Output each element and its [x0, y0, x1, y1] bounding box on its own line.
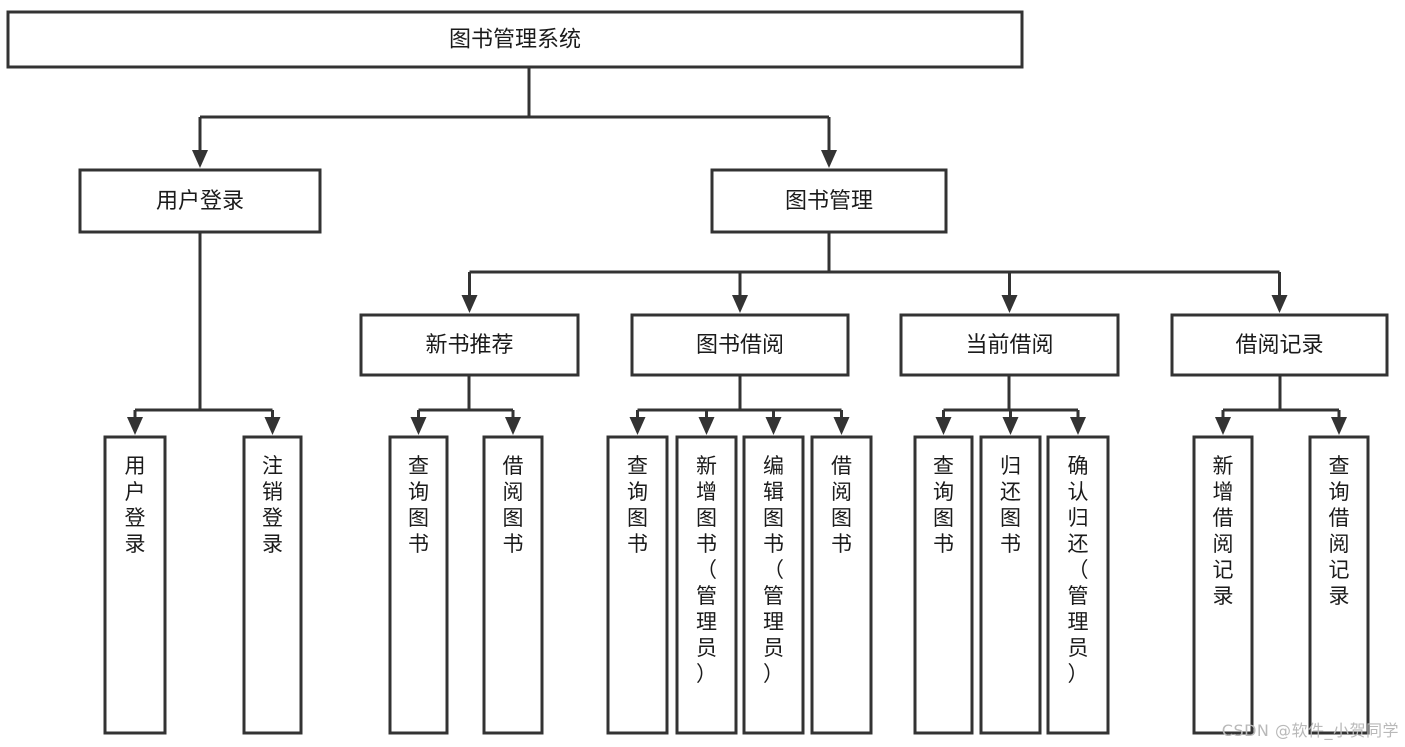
node-box[interactable] [388, 435, 449, 735]
node-box[interactable] [482, 435, 544, 735]
node-l10[interactable]: 归还图书 [979, 435, 1042, 735]
arrow-head-icon [410, 417, 427, 435]
node-records[interactable]: 借阅记录 [1170, 313, 1389, 377]
node-label: 确认归还（管理员） [1068, 454, 1089, 686]
node-box[interactable] [899, 313, 1120, 377]
node-login[interactable]: 用户登录 [78, 168, 322, 234]
arrow-head-icon [1331, 417, 1347, 435]
node-l9[interactable]: 查询图书 [913, 435, 974, 735]
node-bookmgmt[interactable]: 图书管理 [710, 168, 948, 234]
connector-group-borrow [629, 375, 850, 435]
arrow-head-icon [732, 295, 748, 313]
node-label: 编辑图书（管理员） [763, 454, 784, 686]
arrow-head-icon [1271, 295, 1288, 313]
node-label: 查询借阅记录 [1329, 454, 1350, 608]
connector-group-records [1215, 375, 1347, 435]
node-box[interactable] [979, 435, 1042, 735]
node-current[interactable]: 当前借阅 [899, 313, 1120, 377]
node-l4[interactable]: 借阅图书 [482, 435, 544, 735]
node-label: 图书借阅 [696, 333, 784, 358]
node-l8[interactable]: 借阅图书 [810, 435, 873, 735]
node-box[interactable] [103, 435, 167, 735]
arrow-head-icon [765, 417, 782, 435]
node-box[interactable] [810, 435, 873, 735]
node-box[interactable] [1170, 313, 1389, 377]
arrow-head-icon [629, 417, 646, 435]
node-layer: 图书管理系统用户登录图书管理新书推荐图书借阅当前借阅借阅记录用户登录注销登录查询… [6, 10, 1389, 735]
node-l2[interactable]: 注销登录 [242, 435, 303, 735]
node-label: 注销登录 [262, 454, 283, 556]
node-label: 用户登录 [125, 454, 146, 556]
node-box[interactable] [359, 313, 580, 377]
node-box[interactable] [710, 168, 948, 234]
node-l6[interactable]: 新增图书（管理员） [675, 435, 738, 735]
node-label: 查询图书 [933, 454, 954, 556]
node-box[interactable] [606, 435, 669, 735]
node-l13[interactable]: 查询借阅记录 [1308, 435, 1370, 735]
node-box[interactable] [913, 435, 974, 735]
connector-group-login [127, 232, 281, 435]
node-label: 借阅记录 [1235, 333, 1323, 358]
arrow-head-icon [1070, 417, 1086, 435]
node-l3[interactable]: 查询图书 [388, 435, 449, 735]
node-label: 图书管理系统 [449, 28, 581, 53]
node-l11[interactable]: 确认归还（管理员） [1046, 435, 1110, 735]
node-box[interactable] [1046, 435, 1110, 735]
node-label: 当前借阅 [965, 333, 1053, 358]
node-l1[interactable]: 用户登录 [103, 435, 167, 735]
node-box[interactable] [675, 435, 738, 735]
node-l12[interactable]: 新增借阅记录 [1192, 435, 1254, 735]
arrow-head-icon [192, 150, 208, 168]
node-l7[interactable]: 编辑图书（管理员） [742, 435, 805, 735]
node-label: 新增图书（管理员） [696, 454, 717, 686]
node-box[interactable] [1192, 435, 1254, 735]
node-box[interactable] [242, 435, 303, 735]
node-label: 借阅图书 [831, 454, 852, 556]
arrow-head-icon [833, 417, 850, 435]
node-label: 图书管理 [785, 189, 873, 214]
connector-group-newbook [410, 375, 521, 435]
node-label: 归还图书 [1000, 454, 1021, 556]
arrow-head-icon [1001, 295, 1018, 313]
arrow-head-icon [264, 417, 281, 435]
node-label: 新增借阅记录 [1213, 454, 1234, 608]
node-label: 借阅图书 [503, 454, 524, 556]
node-box[interactable] [1308, 435, 1370, 735]
node-label: 查询图书 [627, 454, 648, 556]
node-borrow[interactable]: 图书借阅 [630, 313, 850, 377]
node-newbook[interactable]: 新书推荐 [359, 313, 580, 377]
connector-group-bookmgmt [461, 232, 1288, 313]
connector-group-current [935, 375, 1086, 435]
arrow-head-icon [698, 417, 715, 435]
node-box[interactable] [6, 10, 1024, 69]
node-l5[interactable]: 查询图书 [606, 435, 669, 735]
arrow-head-icon [1002, 417, 1019, 435]
connector-layer [127, 67, 1347, 435]
node-label: 查询图书 [408, 454, 429, 556]
arrow-head-icon [505, 417, 521, 435]
arrow-head-icon [127, 417, 143, 435]
connector-group-root [192, 67, 837, 168]
node-root[interactable]: 图书管理系统 [6, 10, 1024, 69]
node-box[interactable] [78, 168, 322, 234]
arrow-head-icon [821, 150, 837, 168]
arrow-head-icon [461, 295, 478, 313]
node-label: 用户登录 [156, 189, 244, 214]
arrow-head-icon [1215, 417, 1231, 435]
node-box[interactable] [742, 435, 805, 735]
node-label: 新书推荐 [425, 333, 513, 358]
arrow-head-icon [935, 417, 952, 435]
node-box[interactable] [630, 313, 850, 377]
